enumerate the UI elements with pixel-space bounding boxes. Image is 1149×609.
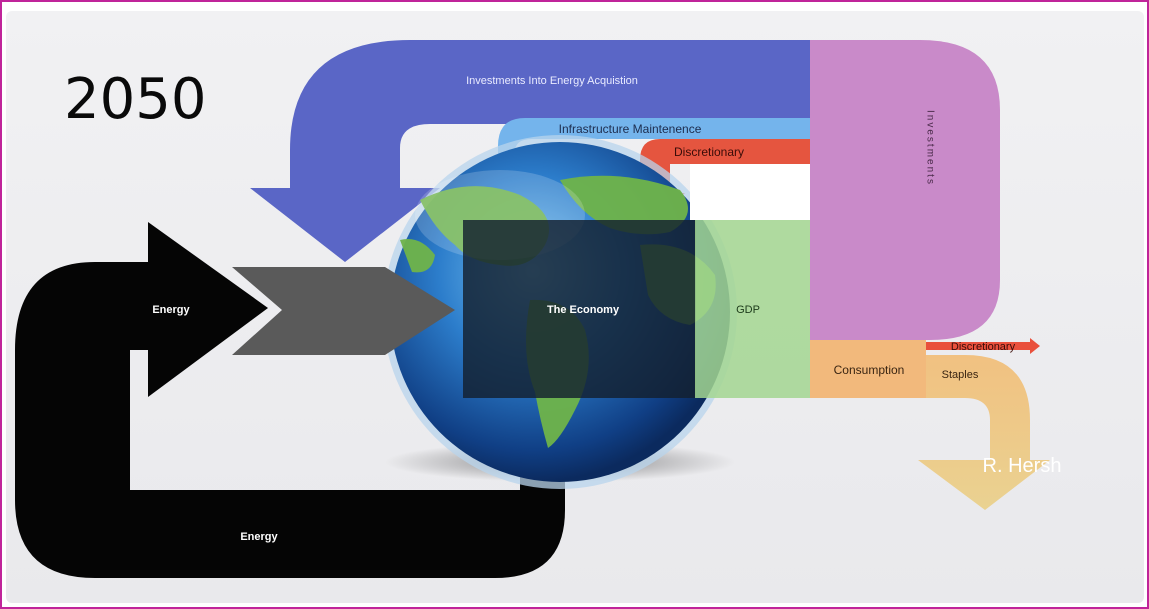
economy-box: [463, 220, 696, 398]
energy-arrow-label: Energy: [152, 304, 190, 316]
discretionary-right-label: Discretionary: [951, 341, 1016, 353]
signature: R. Hersh: [983, 455, 1062, 477]
staples-arrow: [918, 355, 1050, 510]
investments-into-energy-label: Investments Into Energy Acquistion: [466, 75, 638, 87]
gdp-label: GDP: [736, 304, 760, 316]
discretionary-right-arrow: [926, 338, 1040, 354]
investment-loop: [250, 40, 810, 262]
year-label: 2050: [64, 67, 207, 132]
economy-label: The Economy: [547, 304, 620, 316]
consumption-box: [810, 340, 926, 398]
investments-loop: [810, 40, 1000, 340]
infrastructure-label: Infrastructure Maintenence: [559, 122, 702, 136]
consumption-label: Consumption: [834, 363, 905, 377]
discretionary-top-label: Discretionary: [674, 145, 744, 159]
energy-arrow: [148, 222, 268, 397]
investments-vertical-label: Investments: [925, 110, 936, 186]
staples-label: Staples: [942, 369, 979, 381]
connector-chevron: [232, 267, 455, 355]
energy-loop-label: Energy: [240, 531, 278, 543]
gdp-box: [695, 220, 810, 398]
